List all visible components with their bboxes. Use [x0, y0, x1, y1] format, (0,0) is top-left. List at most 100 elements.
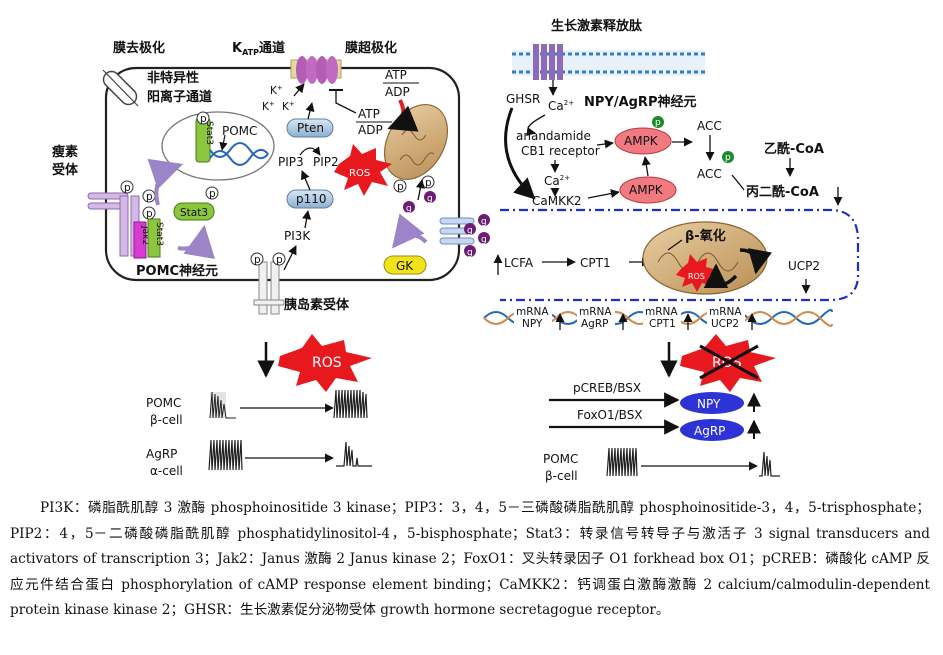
ampk-label-2: AMPK	[629, 183, 664, 197]
mrna-npy: mRNA NPY	[514, 304, 565, 330]
svg-text:g: g	[481, 235, 487, 245]
svg-text:mRNA: mRNA	[709, 306, 742, 318]
malonyl-coa-label: 丙二酰-CoA	[746, 184, 819, 200]
stat3-cytosol-p	[205, 186, 219, 200]
agrp-oval	[680, 419, 744, 441]
ros-cell-label: ROS	[349, 168, 370, 179]
receptor-p-1-label: p	[124, 182, 131, 194]
pomc-trace-after	[333, 389, 368, 419]
pomc-beta-label-2: β-cell	[150, 413, 183, 427]
insulin-receptor-icon	[253, 261, 285, 315]
nucleus	[161, 111, 275, 181]
svg-text:AgRP: AgRP	[581, 318, 608, 330]
atp-top-label: ATP	[385, 68, 407, 82]
stat3-membrane-label: Stat3	[154, 222, 164, 246]
adp-mid-label: ADP	[358, 123, 383, 137]
ir-p-1	[250, 252, 264, 266]
svg-text:g: g	[481, 217, 487, 227]
mrna-agrp: mRNA AgRP	[577, 304, 628, 330]
pomc-neuron-label: POMC神经元	[136, 263, 218, 279]
pten-box	[286, 118, 334, 138]
stat3-nucleus-label: Stat3	[204, 121, 214, 145]
ca-label-1: Ca2+	[548, 99, 574, 113]
atp-production-arrow	[387, 99, 419, 132]
atp-inhibit-channel	[335, 90, 357, 114]
svg-text:mRNA: mRNA	[579, 306, 612, 318]
stat3-nucleus-p-label: p	[200, 113, 207, 125]
nonspecific-cation-channel-icon	[102, 69, 139, 107]
npy-neuron-dashed-outline	[500, 208, 860, 302]
nonspecific-channel-label-1: 非特异性	[147, 70, 199, 86]
k-ion-2: K+	[262, 100, 275, 113]
dna-helix-icon	[209, 134, 269, 166]
k-ion-1: K+	[270, 84, 283, 97]
membrane-bilayer-top	[512, 44, 705, 80]
npy-agrp-panel: 生长激素释放肽 GHSR Ca2+ NPY/AgRP神经元 anandamide…	[483, 18, 860, 330]
depolarization-label: 膜去极化	[113, 40, 165, 56]
mrna-cpt1: mRNA CPT1	[643, 304, 693, 330]
jak2-box	[133, 221, 147, 259]
k-efflux-arrow	[293, 83, 305, 97]
ca-label-2: Ca2+	[544, 174, 570, 188]
stat3-to-nucleus-arrow	[147, 158, 184, 206]
receptor-p-3-label: p	[146, 208, 153, 220]
camkk2-to-ampk	[587, 189, 620, 199]
leptin-receptor-icon	[87, 192, 140, 257]
ghsr-label: GHSR	[506, 92, 540, 106]
pcreb-bsx-label: pCREB/BSX	[573, 381, 641, 395]
npy-label: NPY	[697, 397, 721, 411]
adp-top-label: ADP	[385, 85, 410, 99]
acc-label-1: ACC	[697, 119, 722, 133]
lcfa-label: LCFA	[504, 256, 534, 270]
acc-label-2: ACC	[697, 167, 722, 181]
svg-text:g: g	[467, 248, 473, 258]
ir-p-2	[272, 252, 286, 266]
stat3-cytosol-p-label: p	[209, 188, 216, 200]
glucose-p-1	[393, 179, 407, 193]
svg-text:CPT1: CPT1	[649, 318, 676, 330]
pomc-neuron-cell	[104, 66, 461, 282]
svg-text:g: g	[427, 194, 433, 204]
ir-p-2-label: p	[276, 254, 283, 266]
pomc-right-trace-before	[606, 447, 638, 477]
cb1-to-ampk	[596, 139, 614, 149]
gk-box	[383, 255, 427, 275]
svg-text:g: g	[467, 226, 473, 236]
svg-text:mRNA: mRNA	[645, 306, 678, 318]
agrp-trace-after	[336, 441, 372, 467]
figure-caption: PI3K：磷脂酰肌醇 3 激酶 phosphoinositide 3 kinas…	[10, 496, 930, 624]
camkk2-label: CaMKK2	[532, 194, 581, 208]
agrp-trace-before	[208, 439, 243, 471]
pten-up-arrow	[305, 102, 315, 120]
p110-to-pip3	[300, 170, 311, 191]
ros-crossed-out-icon	[699, 344, 759, 380]
ampk-activation-arrow	[641, 156, 651, 177]
npy-agrp-neuron-label: NPY/AgRP神经元	[584, 94, 696, 110]
pten-label: Pten	[297, 121, 324, 135]
pi3k-label: PI3K	[284, 229, 311, 243]
mitochondrion-icon	[383, 104, 449, 180]
katp-channel-icon	[290, 56, 342, 84]
ghsr-to-camkk2-big-arrow	[504, 107, 536, 200]
ampk-oval-2	[619, 176, 677, 204]
insulin-receptor-label: 胰岛素受体	[284, 297, 350, 313]
pomc-beta-right-label-1: POMC	[543, 452, 578, 466]
ros-star-bottom-left	[278, 334, 372, 392]
insulin-to-pi3k	[283, 245, 297, 271]
foxo1-bsx-label: FoxO1/BSX	[577, 408, 643, 422]
svg-text:g: g	[406, 204, 412, 214]
ucp2-cycle-arrow-1	[703, 263, 738, 289]
ros-mito-label: ROS	[688, 272, 705, 281]
atp-mid-label: ATP	[358, 107, 380, 121]
beta-oxidation-label: β-氧化	[685, 228, 726, 244]
gk-arrow	[391, 213, 428, 249]
ucp2-label: UCP2	[788, 259, 820, 273]
p110-label: p110	[296, 192, 327, 206]
ghrelin-label: 生长激素释放肽	[551, 18, 643, 34]
pomc-neuron-panel: 膜去极化 非特异性 阳离子通道 KATP通道 膜超极化 K+ K+ K+ ATP…	[52, 40, 490, 315]
pip3-label: PIP3	[278, 155, 304, 169]
glucose-transporter-icon	[439, 217, 475, 245]
stat3-membrane-box	[147, 218, 161, 258]
bottom-left-panel: ROS POMC β-cell AgRP α-cell	[146, 334, 372, 478]
svg-text:mRNA: mRNA	[516, 306, 549, 318]
